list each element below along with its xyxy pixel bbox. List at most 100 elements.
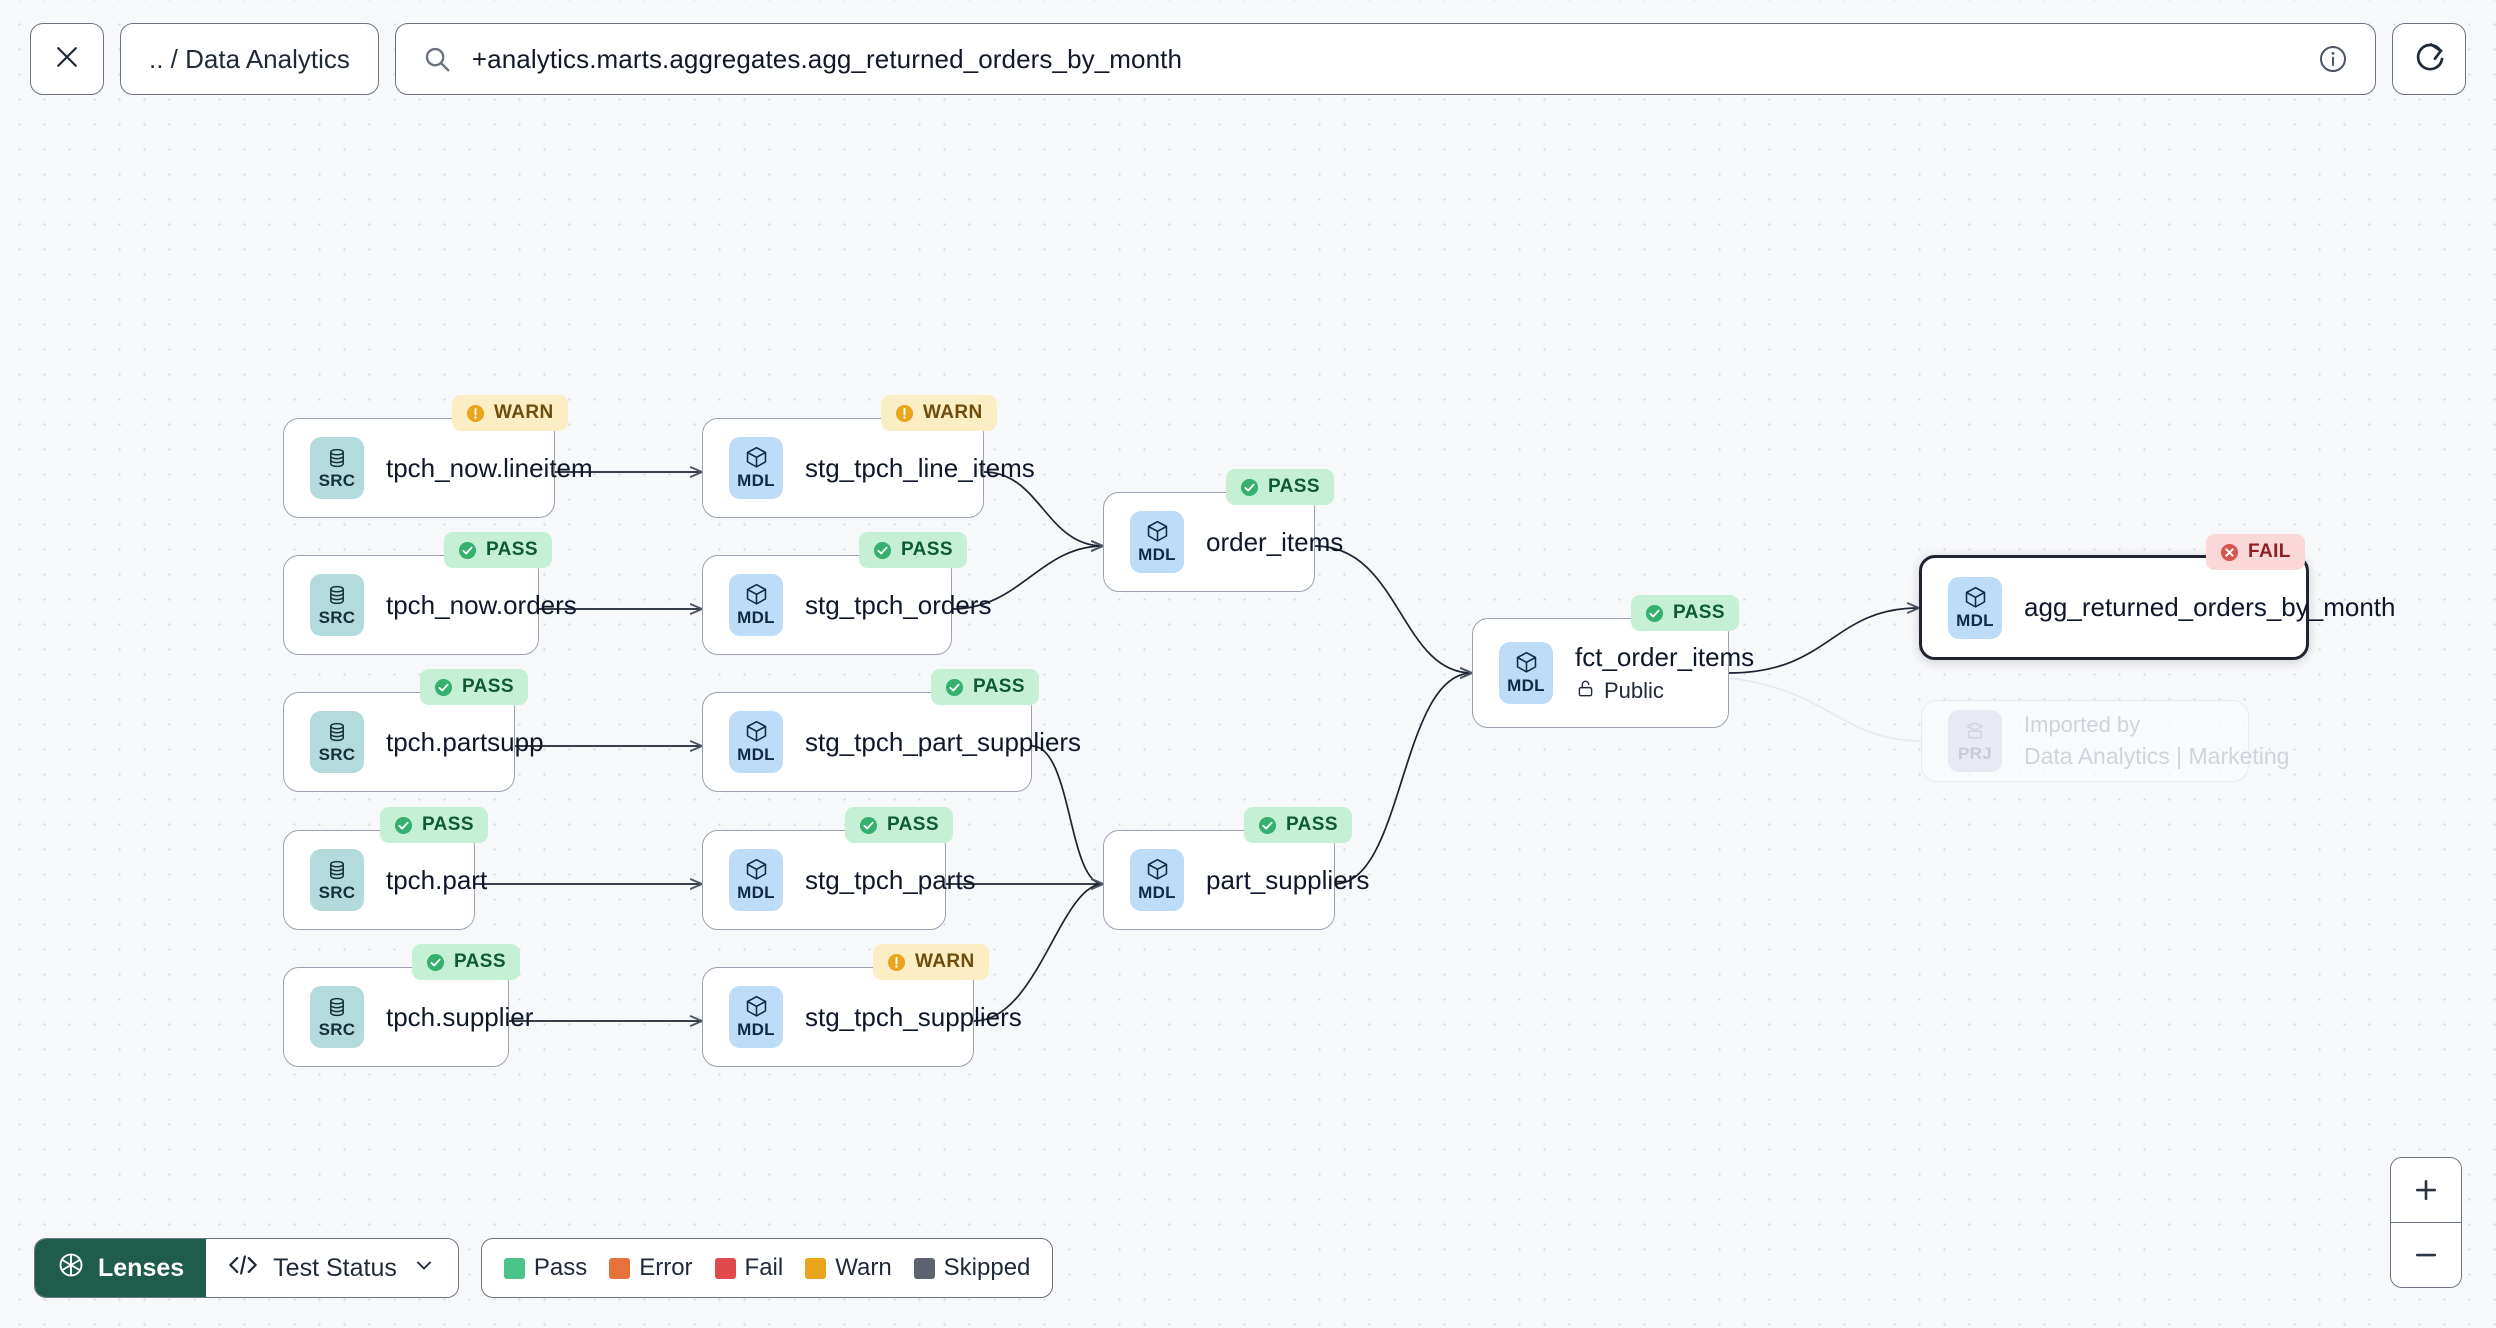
node-type-badge: MDL [1499,642,1553,704]
warn-icon [887,953,906,972]
imported-by-node[interactable]: PRJ Imported by Data Analytics | Marketing [1921,700,2290,782]
status-badge-label: WARN [915,951,975,972]
legend-label: Error [639,1254,693,1281]
pass-icon [1240,478,1259,497]
close-icon [52,42,82,77]
graph-node[interactable]: MDL order_items PASS [1103,469,1343,592]
status-badge[interactable]: PASS [1244,807,1352,843]
node-body: tpch.partsupp [386,727,544,758]
status-badge[interactable]: PASS [380,807,488,843]
node-body: stg_tpch_parts [805,864,976,896]
legend-item[interactable]: Warn [805,1254,892,1282]
legend-item[interactable]: Fail [714,1254,783,1282]
node-type-badge: SRC [310,986,364,1048]
search-input[interactable]: +analytics.marts.aggregates.agg_returned… [471,43,1183,74]
legend-swatch [714,1257,736,1279]
node-body: part_suppliers [1206,865,1369,896]
node-type-label: SRC [318,1019,356,1039]
close-button[interactable] [30,23,104,95]
status-badge[interactable]: WARN [873,944,989,980]
search-bar[interactable]: +analytics.marts.aggregates.agg_returned… [394,23,2376,95]
node-title: stg_tpch_line_items [805,452,1035,483]
status-badge[interactable]: PASS [412,944,520,980]
legend-item[interactable]: Error [609,1254,693,1282]
cube-icon [744,719,769,744]
node-body: Imported by Data Analytics | Marketing [2024,712,2290,770]
node-type-label: MDL [1138,545,1176,564]
legend-swatch [503,1257,525,1279]
imported-by-label: Imported by [2024,712,2141,737]
status-badge[interactable]: PASS [420,669,528,705]
cube-icon [1514,650,1539,675]
status-badge[interactable]: PASS [931,669,1039,705]
node-type-label: MDL [737,608,775,627]
lenses-button[interactable]: Lenses [35,1239,207,1297]
zoom-in-button[interactable] [2391,1157,2461,1222]
lenses-label: Lenses [98,1253,185,1282]
node-type-badge: MDL [729,574,783,636]
pass-icon [1645,604,1664,623]
refresh-icon [2412,40,2446,79]
graph-node[interactable]: SRC tpch.part PASS [283,807,488,930]
breadcrumb-button[interactable]: .. / Data Analytics [120,23,379,95]
status-badge[interactable]: PASS [845,807,953,843]
node-body: stg_tpch_suppliers [805,1001,1022,1033]
imported-by-value: Data Analytics | Marketing [2024,743,2290,769]
node-visibility: Public [1575,678,1702,705]
pass-icon [945,678,964,697]
legend-item[interactable]: Skipped [913,1254,1030,1282]
node-title: tpch_now.orders [386,589,577,620]
node-type-badge: PRJ [1948,710,2002,772]
legend-item[interactable]: Pass [503,1254,587,1282]
pass-icon [859,816,878,835]
node-title: tpch_now.lineitem [386,452,593,483]
pass-icon [1258,816,1277,835]
node-type-label: SRC [318,744,356,764]
pass-icon [458,541,477,560]
legend-swatch [913,1257,935,1279]
status-badge[interactable]: WARN [452,395,568,431]
node-type-badge: MDL [729,437,783,499]
node-title: tpch.supplier [386,1001,534,1032]
node-type-label: SRC [318,882,356,902]
status-badge[interactable]: PASS [1631,595,1739,631]
status-badge[interactable]: PASS [1226,469,1334,505]
lenses-group: Lenses Test Status [34,1238,459,1298]
graph-node[interactable]: MDL stg_tpch_suppliers WARN [702,944,1022,1067]
status-badge[interactable]: PASS [859,532,967,568]
status-badge-label: PASS [973,676,1025,697]
cube-icon [744,582,769,607]
node-type-badge: MDL [729,986,783,1048]
node-title: stg_tpch_suppliers [805,1001,1022,1032]
node-body: order_items [1206,527,1343,558]
node-body: tpch.supplier [386,1001,534,1033]
node-body: tpch.part [386,865,487,896]
unlock-icon [1575,678,1596,705]
node-title: agg_returned_orders_by_month [2024,592,2396,622]
node-type-badge: SRC [310,574,364,636]
chevron-down-icon [412,1253,436,1284]
status-badge-label: PASS [887,814,939,835]
zoom-out-button[interactable] [2391,1223,2461,1287]
status-badge[interactable]: FAIL [2206,534,2305,570]
graph-node[interactable]: SRC tpch.partsupp PASS [283,669,544,792]
info-icon[interactable] [2317,43,2349,75]
test-status-dropdown[interactable]: Test Status [206,1239,458,1297]
graph-node[interactable]: SRC tpch_now.orders PASS [283,532,577,655]
status-badge[interactable]: WARN [881,395,997,431]
status-badge[interactable]: PASS [444,532,552,568]
graph-node[interactable]: MDL stg_tpch_line_items WARN [702,395,1035,518]
code-icon [228,1252,258,1285]
graph-node[interactable]: SRC tpch.supplier PASS [283,944,534,1067]
refresh-button[interactable] [2392,23,2466,95]
node-title: stg_tpch_parts [805,864,976,895]
